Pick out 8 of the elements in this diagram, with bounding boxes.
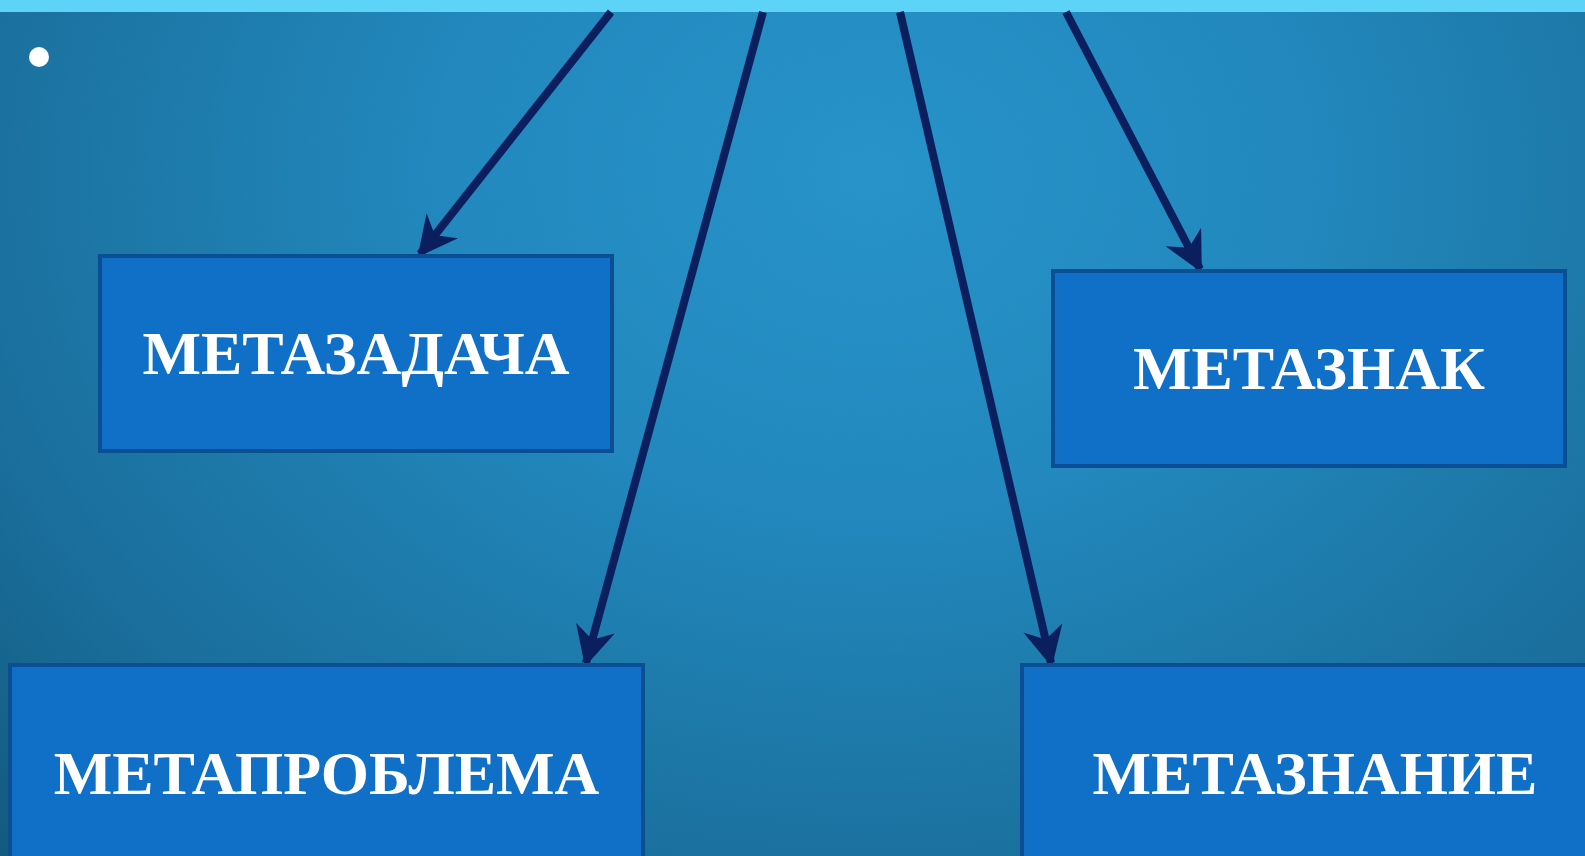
term-box xyxy=(98,254,614,453)
term-label: МЕТАЗАДАЧА xyxy=(142,318,570,389)
term-label: МЕТАПРОБЛЕМА xyxy=(53,737,600,809)
term-box xyxy=(8,663,645,856)
term-label: МЕТАЗНАК xyxy=(1132,333,1486,404)
term-box xyxy=(1020,663,1585,856)
term-box xyxy=(1051,269,1567,468)
term-label: МЕТАЗНАНИЕ xyxy=(1092,737,1538,809)
